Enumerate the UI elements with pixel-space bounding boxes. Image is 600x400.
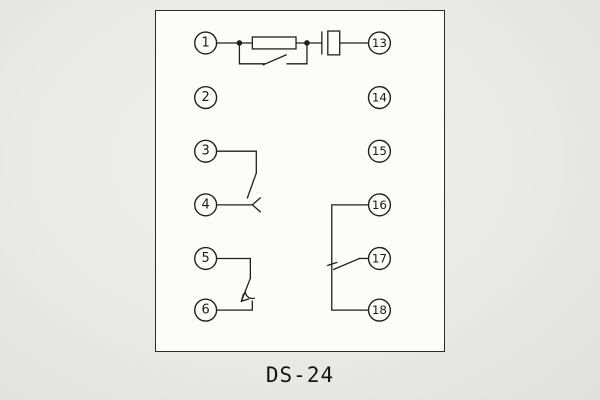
parallel-contact-wire (238, 42, 308, 65)
terminal-17: 17 (367, 246, 392, 271)
terminal-3: 3 (194, 139, 218, 163)
parallel-contact-blade (262, 54, 287, 66)
contact-3-4-blade (246, 172, 258, 199)
relay-case-outline: 1 2 3 4 5 6 (155, 10, 445, 352)
internal-wiring-schematic: 1 2 3 4 5 6 (194, 30, 392, 322)
terminal-13: 13 (367, 31, 392, 55)
wire-terminal-3 (215, 150, 257, 174)
terminal-2-label: 2 (202, 90, 210, 105)
capacitor-box-plate (327, 30, 341, 56)
terminal-14-label: 14 (372, 91, 387, 105)
terminal-2: 2 (194, 85, 218, 110)
terminal-3-label: 3 (202, 144, 210, 159)
contact-17-fixed-tick (326, 261, 338, 267)
terminal-16: 16 (367, 193, 392, 217)
terminal-14: 14 (367, 85, 392, 110)
wire-16-18-bus (331, 204, 370, 311)
terminal-5: 5 (194, 246, 218, 271)
contact-3-4-fixed-chevron (251, 196, 262, 213)
contact-5-6-arrow (240, 293, 250, 302)
terminal-18-label: 18 (372, 303, 387, 317)
contact-5-6-delay-arc (244, 291, 256, 300)
model-label: DS-24 (265, 363, 335, 387)
terminal-15-label: 15 (372, 144, 387, 158)
terminal-4-label: 4 (202, 197, 210, 212)
terminal-15: 15 (367, 139, 392, 163)
terminal-13-label: 13 (372, 36, 387, 50)
wire-terminal-5 (215, 257, 251, 279)
terminal-18: 18 (367, 298, 392, 322)
terminal-17-label: 17 (372, 251, 387, 265)
resistor-symbol (251, 36, 297, 50)
terminal-6: 6 (194, 298, 218, 322)
wire-terminal-6 (215, 300, 253, 311)
terminal-5-label: 5 (202, 251, 210, 266)
terminal-1: 1 (194, 31, 218, 55)
terminal-4: 4 (194, 193, 218, 217)
terminal-1-label: 1 (202, 35, 210, 50)
contact-17-blade (332, 257, 361, 271)
terminal-16-label: 16 (372, 198, 387, 212)
terminal-6-label: 6 (202, 303, 210, 318)
